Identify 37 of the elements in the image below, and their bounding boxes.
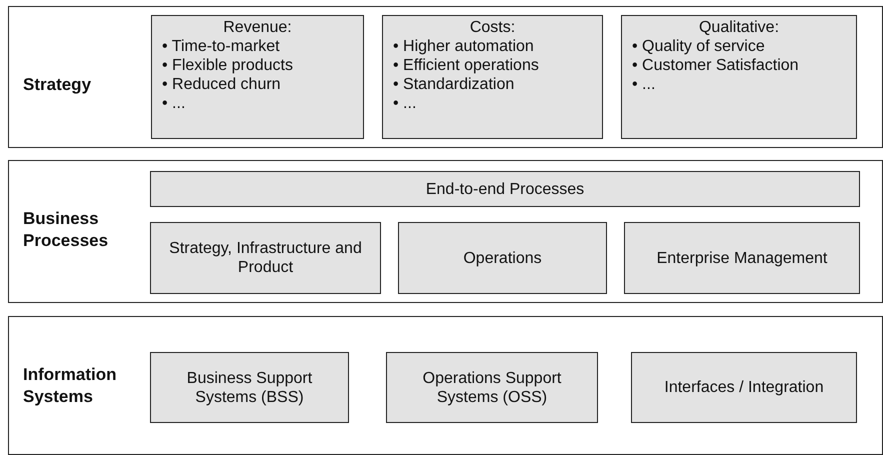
layer-panel [8, 160, 883, 303]
process-box [398, 222, 607, 294]
bullet-item: • Standardization [392, 75, 516, 94]
bullet-item: • Higher automation [392, 37, 535, 56]
layer-title: Information Systems [23, 364, 118, 408]
layer-panel [8, 6, 883, 148]
bullet-item: • Customer Satisfaction [631, 56, 800, 75]
bullet-item: • Flexible products [161, 56, 294, 75]
category-box [382, 15, 603, 139]
layer-title: Business Processes [23, 208, 110, 252]
category-heading: Costs: [468, 18, 516, 37]
bullet-item: • ... [161, 94, 186, 113]
box-label: Strategy, Infrastructure and Product [168, 239, 363, 277]
layer-title: Strategy [23, 74, 92, 96]
box-label: Business Support Systems (BSS) [186, 368, 314, 406]
box-label: End-to-end Processes [426, 180, 584, 198]
process-box [386, 352, 598, 423]
bullet-item: • ... [392, 94, 418, 113]
process-box [624, 222, 860, 294]
bullet-item: • Time-to-market [161, 37, 281, 56]
process-box [150, 352, 349, 423]
category-heading: Qualitative: [698, 18, 780, 37]
process-box [150, 171, 860, 207]
process-box [631, 352, 857, 423]
bullet-item: • Efficient operations [392, 56, 540, 75]
box-label: Operations Support Systems (OSS) [422, 368, 562, 406]
box-label: Enterprise Management [656, 248, 828, 268]
box-label: Interfaces / Integration [664, 378, 824, 397]
bullet-item: • Reduced churn [161, 75, 282, 94]
bullet-item: • ... [631, 75, 656, 94]
process-box [150, 222, 381, 294]
category-box [151, 15, 364, 139]
category-heading: Revenue: [222, 18, 293, 37]
category-box [621, 15, 857, 139]
bullet-item: • Quality of service [631, 37, 766, 56]
box-label: Operations [463, 248, 542, 268]
layer-panel [8, 316, 883, 455]
